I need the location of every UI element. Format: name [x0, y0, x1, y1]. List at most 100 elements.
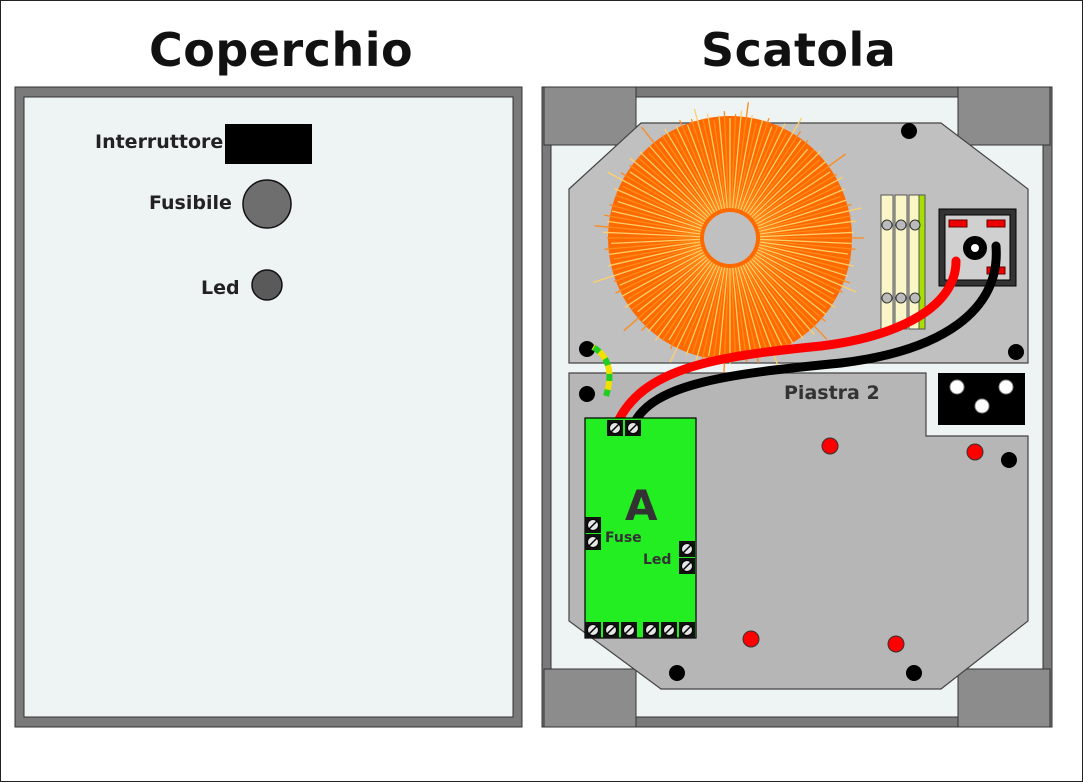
- toroid-winding: [669, 264, 717, 350]
- toroid-winding: [755, 252, 836, 302]
- toroid-winding: [637, 256, 707, 313]
- toroid-winding: [622, 185, 704, 226]
- toroid-winding: [756, 251, 835, 295]
- toroid-winding: [613, 247, 703, 283]
- toroid-winding: [607, 220, 701, 235]
- toroid-winding: [594, 225, 701, 236]
- toroid-winding: [749, 260, 815, 335]
- toroid-winding: [743, 132, 788, 212]
- lid-led: [251, 269, 283, 301]
- toroid-winding: [603, 214, 701, 234]
- toroid-winding: [757, 249, 857, 293]
- toroid-winding: [759, 207, 862, 232]
- toroid-winding: [741, 124, 779, 211]
- toroid-winding: [736, 267, 760, 363]
- toroid-winding: [748, 139, 809, 215]
- toroid-winding: [758, 245, 846, 271]
- terminal-screw-slot: [606, 625, 616, 635]
- lid-switch: [225, 124, 312, 164]
- corner-block-top-left: [543, 86, 637, 146]
- toroid-winding: [759, 242, 852, 261]
- toroid-winding: [629, 157, 707, 220]
- toroid-windings: [592, 102, 864, 373]
- toroid-winding: [617, 200, 702, 230]
- toroid-winding: [647, 260, 711, 332]
- toroid-winding: [607, 171, 704, 225]
- mounting-hole: [579, 341, 595, 357]
- toroid-winding: [664, 128, 716, 213]
- toroid-winding: [744, 117, 803, 213]
- standoff: [887, 635, 905, 653]
- toroid-winding: [737, 120, 764, 210]
- terminal-screw-slot: [664, 625, 674, 635]
- toroid-winding: [706, 113, 726, 209]
- toroid-winding: [592, 246, 702, 284]
- toroid-winding: [691, 266, 722, 354]
- toroid-winding: [742, 264, 783, 346]
- toroid-winding: [638, 157, 708, 219]
- toroid-winding: [639, 151, 709, 218]
- toroid-winding: [659, 141, 713, 215]
- toroid-winding: [756, 250, 843, 293]
- toroid-winding: [739, 126, 773, 211]
- terminal-screw-slot: [610, 423, 620, 433]
- toroid-winding: [734, 267, 753, 358]
- toroid-winding: [675, 125, 718, 212]
- terminal-strip: [880, 194, 926, 330]
- toroid-winding: [743, 264, 791, 350]
- toroid-winding: [737, 266, 764, 358]
- toroid-winding: [757, 188, 846, 227]
- toroid-winding: [718, 115, 728, 209]
- ground-wire: [591, 344, 613, 397]
- terminal-screw-slot: [682, 561, 692, 571]
- toroid-winding: [624, 253, 706, 308]
- toroid-winding: [730, 114, 737, 209]
- lid-title: Coperchio: [149, 23, 414, 77]
- toroid-winding: [738, 117, 770, 210]
- toroid-winding: [702, 118, 724, 209]
- toroid-winding: [701, 267, 724, 360]
- corner-block-bottom-right: [957, 668, 1051, 728]
- plate2-label: Piastra 2: [784, 382, 880, 404]
- toroid-winding: [685, 265, 721, 356]
- mounting-hole: [1001, 452, 1017, 468]
- terminal-screw-slot: [588, 520, 598, 530]
- toroid-winding: [621, 251, 704, 297]
- toroid-winding: [759, 226, 850, 236]
- terminal-screw-slot: [624, 625, 634, 635]
- toroid-winding: [620, 172, 705, 224]
- power-socket: [938, 208, 1017, 287]
- toroid-winding: [757, 247, 851, 284]
- toroid-winding: [742, 123, 786, 212]
- terminal-screw-slot: [682, 544, 692, 554]
- box-title: Scatola: [701, 23, 897, 77]
- mounting-hole: [906, 665, 922, 681]
- toroid-winding: [755, 173, 837, 224]
- toroid-winding: [750, 259, 828, 340]
- fuse-label: Fusibile: [149, 192, 232, 214]
- toroid-winding: [759, 238, 852, 245]
- toroid-winding: [730, 267, 737, 360]
- toroid-winding: [744, 263, 794, 344]
- terminal-screw-slot: [588, 537, 598, 547]
- toroid-winding: [623, 257, 708, 332]
- standoff: [742, 630, 760, 648]
- toroid-winding: [629, 171, 706, 223]
- toroid-winding: [758, 203, 852, 231]
- toroid-winding: [757, 195, 841, 229]
- toroid-winding: [732, 267, 742, 356]
- toroid-winding: [758, 246, 849, 277]
- terminal-screw-slot: [628, 423, 638, 433]
- toroid-winding: [695, 266, 723, 362]
- lid-panel: [14, 86, 523, 728]
- toroid-winding: [750, 149, 815, 217]
- toroid-winding: [745, 130, 802, 214]
- toroid-winding: [615, 194, 703, 229]
- toroid-winding: [619, 249, 703, 286]
- standoff: [821, 437, 839, 455]
- toroid-winding: [707, 267, 726, 357]
- toroid-winding: [759, 231, 854, 238]
- toroid-winding: [713, 119, 727, 209]
